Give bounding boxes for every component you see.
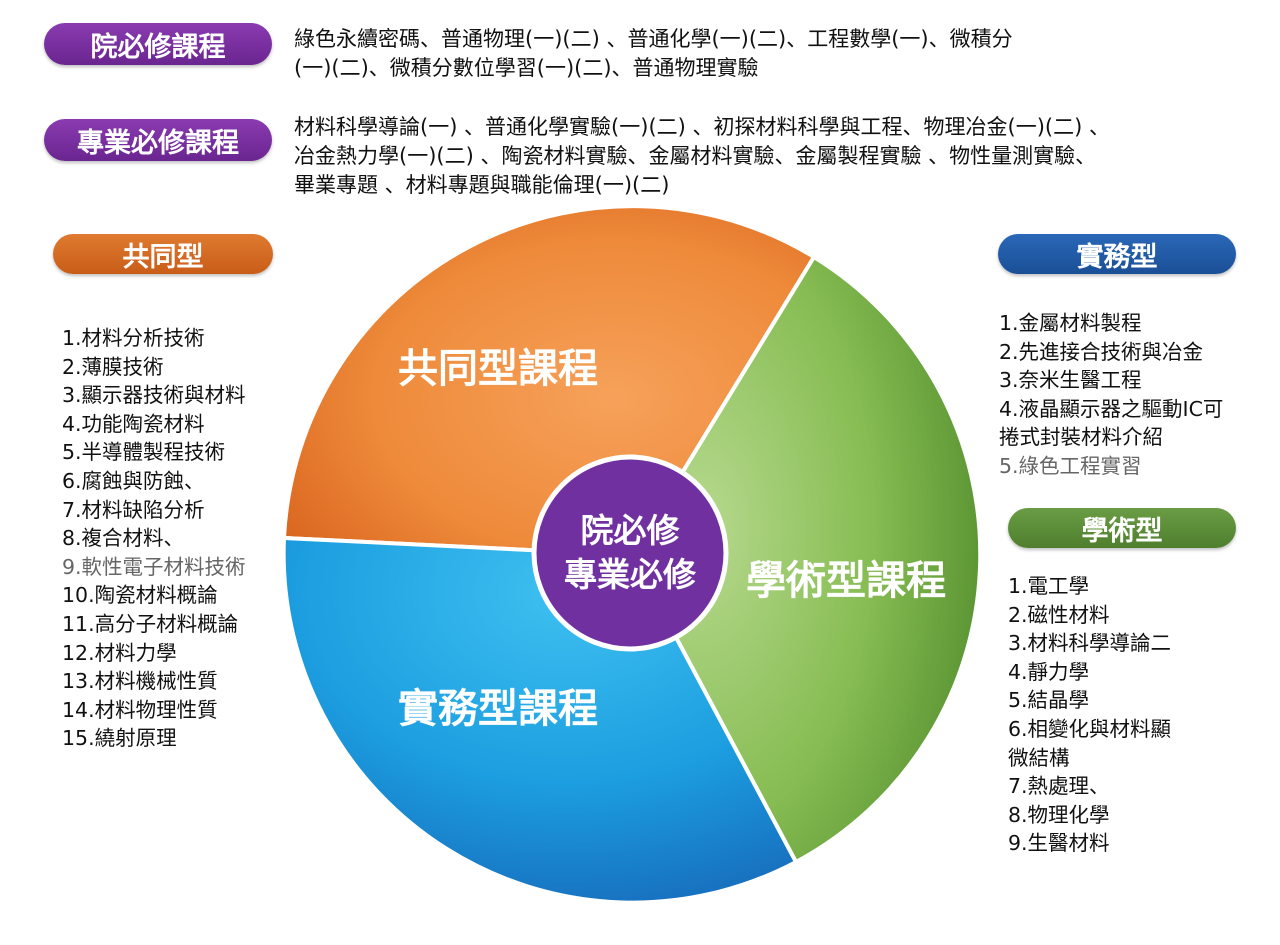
- list-item: 4.功能陶瓷材料: [62, 411, 205, 436]
- list-item: 13.材料機械性質: [62, 669, 218, 694]
- academic-type-badge: 學術型: [1008, 508, 1236, 548]
- list-item: 10.陶瓷材料概論: [62, 583, 218, 608]
- list-item: 2.先進接合技術與冶金: [999, 339, 1204, 364]
- practical-course-list: 1.金屬材料製程 2.先進接合技術與冶金 3.奈米生醫工程 4.液晶顯示器之驅動…: [999, 309, 1223, 481]
- pie-center-circle: [531, 454, 729, 652]
- list-item: 7.材料缺陷分析: [62, 497, 205, 522]
- pie-label-practical: 實務型課程: [398, 686, 598, 732]
- academic-course-list: 1.電工學 2.磁性材料 3.材料科學導論二 4.靜力學 5.結晶學 6.相變化…: [1008, 572, 1171, 858]
- list-item: 1.金屬材料製程: [999, 311, 1142, 335]
- academic-type-label: 學術型: [1081, 515, 1163, 547]
- list-item: 4.靜力學: [1008, 659, 1090, 684]
- list-item: 3.材料科學導論二: [1008, 631, 1172, 656]
- common-course-list: 1.材料分析技術 2.薄膜技術 3.顯示器技術與材料 4.功能陶瓷材料 5.半導…: [62, 324, 246, 753]
- list-item: 12.材料力學: [62, 640, 177, 665]
- college-required-line: (一)(二)、微積分數位學習(一)(二)、普通物理實驗: [294, 56, 759, 80]
- pie-center-line2: 專業必修: [564, 555, 697, 594]
- list-item: 6.腐蝕與防蝕、: [62, 468, 205, 493]
- pie-label-academic: 學術型課程: [746, 558, 946, 604]
- pie-label-common: 共同型課程: [398, 346, 598, 392]
- list-item: 捲式封裝材料介紹: [999, 425, 1163, 450]
- list-item: 微結構: [1008, 745, 1070, 770]
- practical-type-label: 實務型: [1076, 241, 1158, 273]
- college-required-label: 院必修課程: [90, 31, 226, 63]
- list-item: 8.物理化學: [1008, 802, 1110, 827]
- list-item: 11.高分子材料概論: [62, 611, 239, 636]
- common-type-label: 共同型: [122, 241, 204, 273]
- list-item: 1.電工學: [1008, 574, 1090, 598]
- list-item: 7.熱處理、: [1008, 774, 1110, 799]
- list-item: 5.半導體製程技術: [62, 440, 226, 465]
- pie-center-line1: 院必修: [581, 511, 681, 550]
- practical-type-badge: 實務型: [998, 234, 1236, 274]
- list-item: 2.薄膜技術: [62, 354, 164, 379]
- major-required-line: 畢業專題 、材料專題與職能倫理(一)(二): [294, 173, 670, 197]
- list-item: 5.結晶學: [1008, 688, 1090, 713]
- list-item: 2.磁性材料: [1008, 602, 1110, 627]
- major-required-line: 材料科學導論(一) 、普通化學實驗(一)(二) 、初探材料科學與工程、物理冶金(…: [294, 115, 1110, 139]
- common-type-badge: 共同型: [53, 234, 273, 274]
- list-item: 4.液晶顯示器之驅動IC可: [999, 396, 1224, 421]
- list-item: 5.綠色工程實習: [999, 453, 1142, 478]
- list-item: 6.相變化與材料顯: [1008, 716, 1172, 741]
- major-required-label: 專業必修課程: [77, 127, 239, 159]
- list-item: 3.奈米生醫工程: [999, 368, 1142, 393]
- list-item: 1.材料分析技術: [62, 326, 205, 350]
- list-item: 3.顯示器技術與材料: [62, 383, 246, 408]
- college-required-line: 綠色永續密碼、普通物理(一)(二) 、普通化學(一)(二)、工程數學(一)、微積…: [294, 27, 1013, 51]
- pie-slice-academic: [629, 254, 983, 865]
- college-required-text: 綠色永續密碼、普通物理(一)(二) 、普通化學(一)(二)、工程數學(一)、微積…: [294, 25, 1013, 83]
- list-item: 15.繞射原理: [62, 726, 177, 751]
- course-pie-diagram: 共同型課程 學術型課程 實務型課程 院必修 專業必修: [281, 204, 983, 905]
- major-required-text: 材料科學導論(一) 、普通化學實驗(一)(二) 、初探材料科學與工程、物理冶金(…: [294, 113, 1110, 200]
- college-required-badge: 院必修課程: [44, 23, 272, 65]
- major-required-line: 冶金熱力學(一)(二) 、陶瓷材料實驗、金屬材料實驗、金屬製程實驗 、物性量測實…: [294, 144, 1097, 168]
- list-item: 8.複合材料、: [62, 526, 185, 551]
- list-item: 14.材料物理性質: [62, 697, 218, 722]
- list-item: 9.生醫材料: [1008, 831, 1110, 856]
- list-item: 9.軟性電子材料技術: [62, 554, 246, 579]
- major-required-badge: 專業必修課程: [44, 119, 272, 161]
- pie-slice-common: [281, 204, 817, 558]
